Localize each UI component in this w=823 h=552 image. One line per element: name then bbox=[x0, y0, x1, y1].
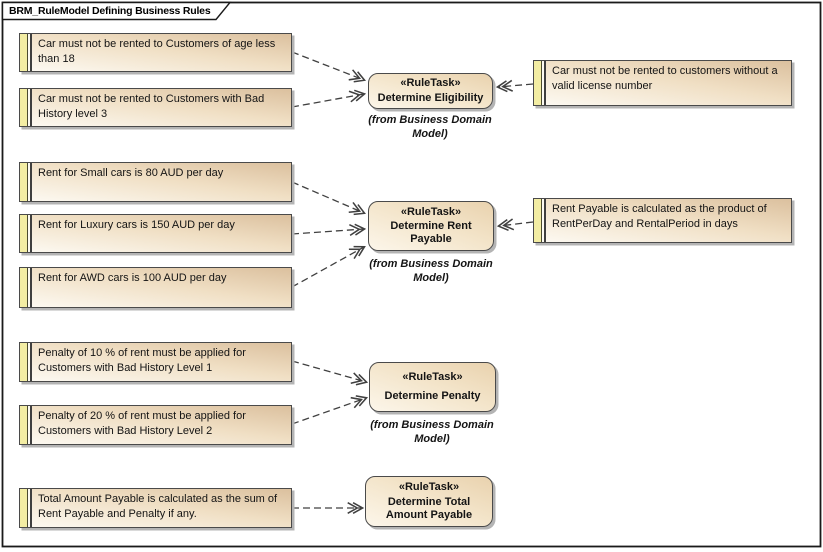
note-yellow-strip bbox=[20, 89, 28, 126]
note-text: Car must not be rented to Customers with… bbox=[38, 93, 265, 120]
task-stereotype: «RuleTask» bbox=[400, 205, 462, 218]
dependency-connector bbox=[291, 94, 364, 108]
note-yellow-strip bbox=[20, 268, 28, 307]
dependency-connector bbox=[291, 247, 364, 288]
note-text: Rent for Luxury cars is 150 AUD per day bbox=[38, 219, 235, 231]
note-text: Penalty of 20 % of rent must be applied … bbox=[38, 410, 246, 437]
note-text: Total Amount Payable is calculated as th… bbox=[38, 493, 278, 520]
note-yellow-strip bbox=[20, 343, 28, 381]
dependency-connector bbox=[291, 398, 366, 425]
dependency-connector bbox=[291, 51, 364, 80]
task-stereotype: «RuleTask» bbox=[400, 77, 461, 90]
note-rent-luxury[interactable]: Rent for Luxury cars is 150 AUD per day bbox=[19, 214, 292, 253]
note-rule-license[interactable]: Car must not be rented to customers with… bbox=[533, 60, 792, 106]
note-yellow-strip bbox=[20, 406, 28, 444]
dependency-connector bbox=[291, 181, 364, 213]
note-yellow-strip bbox=[20, 34, 28, 71]
note-rent-awd[interactable]: Rent for AWD cars is 100 AUD per day bbox=[19, 267, 292, 308]
note-text: Rent Payable is calculated as the produc… bbox=[552, 203, 767, 230]
note-total-amount[interactable]: Total Amount Payable is calculated as th… bbox=[19, 488, 292, 528]
note-rent-payable-calc[interactable]: Rent Payable is calculated as the produc… bbox=[533, 198, 792, 243]
note-yellow-strip bbox=[20, 215, 28, 252]
from-note-eligibility: (from Business Domain Model) bbox=[368, 114, 492, 140]
task-determine-total-amount-payable[interactable]: «RuleTask» Determine Total Amount Payabl… bbox=[365, 476, 493, 527]
note-yellow-strip bbox=[534, 199, 542, 242]
note-yellow-strip bbox=[534, 61, 542, 105]
note-rule-bad-history-3[interactable]: Car must not be rented to Customers with… bbox=[19, 88, 292, 127]
diagram-title: BRM_RuleModel Defining Business Rules bbox=[9, 5, 211, 17]
task-determine-rent-payable[interactable]: «RuleTask» Determine Rent Payable bbox=[368, 201, 494, 251]
dependency-connector bbox=[291, 229, 364, 234]
dependency-connector bbox=[498, 84, 534, 87]
task-name: Determine Rent Payable bbox=[390, 220, 472, 246]
task-determine-penalty[interactable]: «RuleTask» Determine Penalty bbox=[369, 362, 496, 412]
task-determine-eligibility[interactable]: «RuleTask» Determine Eligibility bbox=[368, 73, 493, 109]
task-name: Determine Total Amount Payable bbox=[385, 496, 473, 521]
from-note-penalty: (from Business Domain Model) bbox=[370, 419, 494, 445]
note-yellow-strip bbox=[20, 163, 28, 201]
task-name: Determine Penalty bbox=[384, 390, 481, 402]
note-text: Rent for AWD cars is 100 AUD per day bbox=[38, 272, 227, 284]
note-text: Rent for Small cars is 80 AUD per day bbox=[38, 167, 224, 179]
note-yellow-strip bbox=[20, 489, 28, 527]
note-penalty-10[interactable]: Penalty of 10 % of rent must be applied … bbox=[19, 342, 292, 382]
from-note-rent-payable: (from Business Domain Model) bbox=[369, 258, 493, 284]
note-rent-small[interactable]: Rent for Small cars is 80 AUD per day bbox=[19, 162, 292, 202]
dependency-connector bbox=[291, 360, 366, 382]
dependency-connector bbox=[499, 222, 534, 226]
note-penalty-20[interactable]: Penalty of 20 % of rent must be applied … bbox=[19, 405, 292, 445]
note-rule-age[interactable]: Car must not be rented to Customers of a… bbox=[19, 33, 292, 72]
note-text: Car must not be rented to customers with… bbox=[552, 65, 778, 92]
frame-title-tab bbox=[1, 1, 232, 21]
note-text: Car must not be rented to Customers of a… bbox=[38, 38, 276, 65]
task-stereotype: «RuleTask» bbox=[402, 371, 463, 383]
task-name: Determine Eligibility bbox=[377, 91, 484, 104]
task-stereotype: «RuleTask» bbox=[398, 481, 460, 493]
note-text: Penalty of 10 % of rent must be applied … bbox=[38, 347, 246, 374]
